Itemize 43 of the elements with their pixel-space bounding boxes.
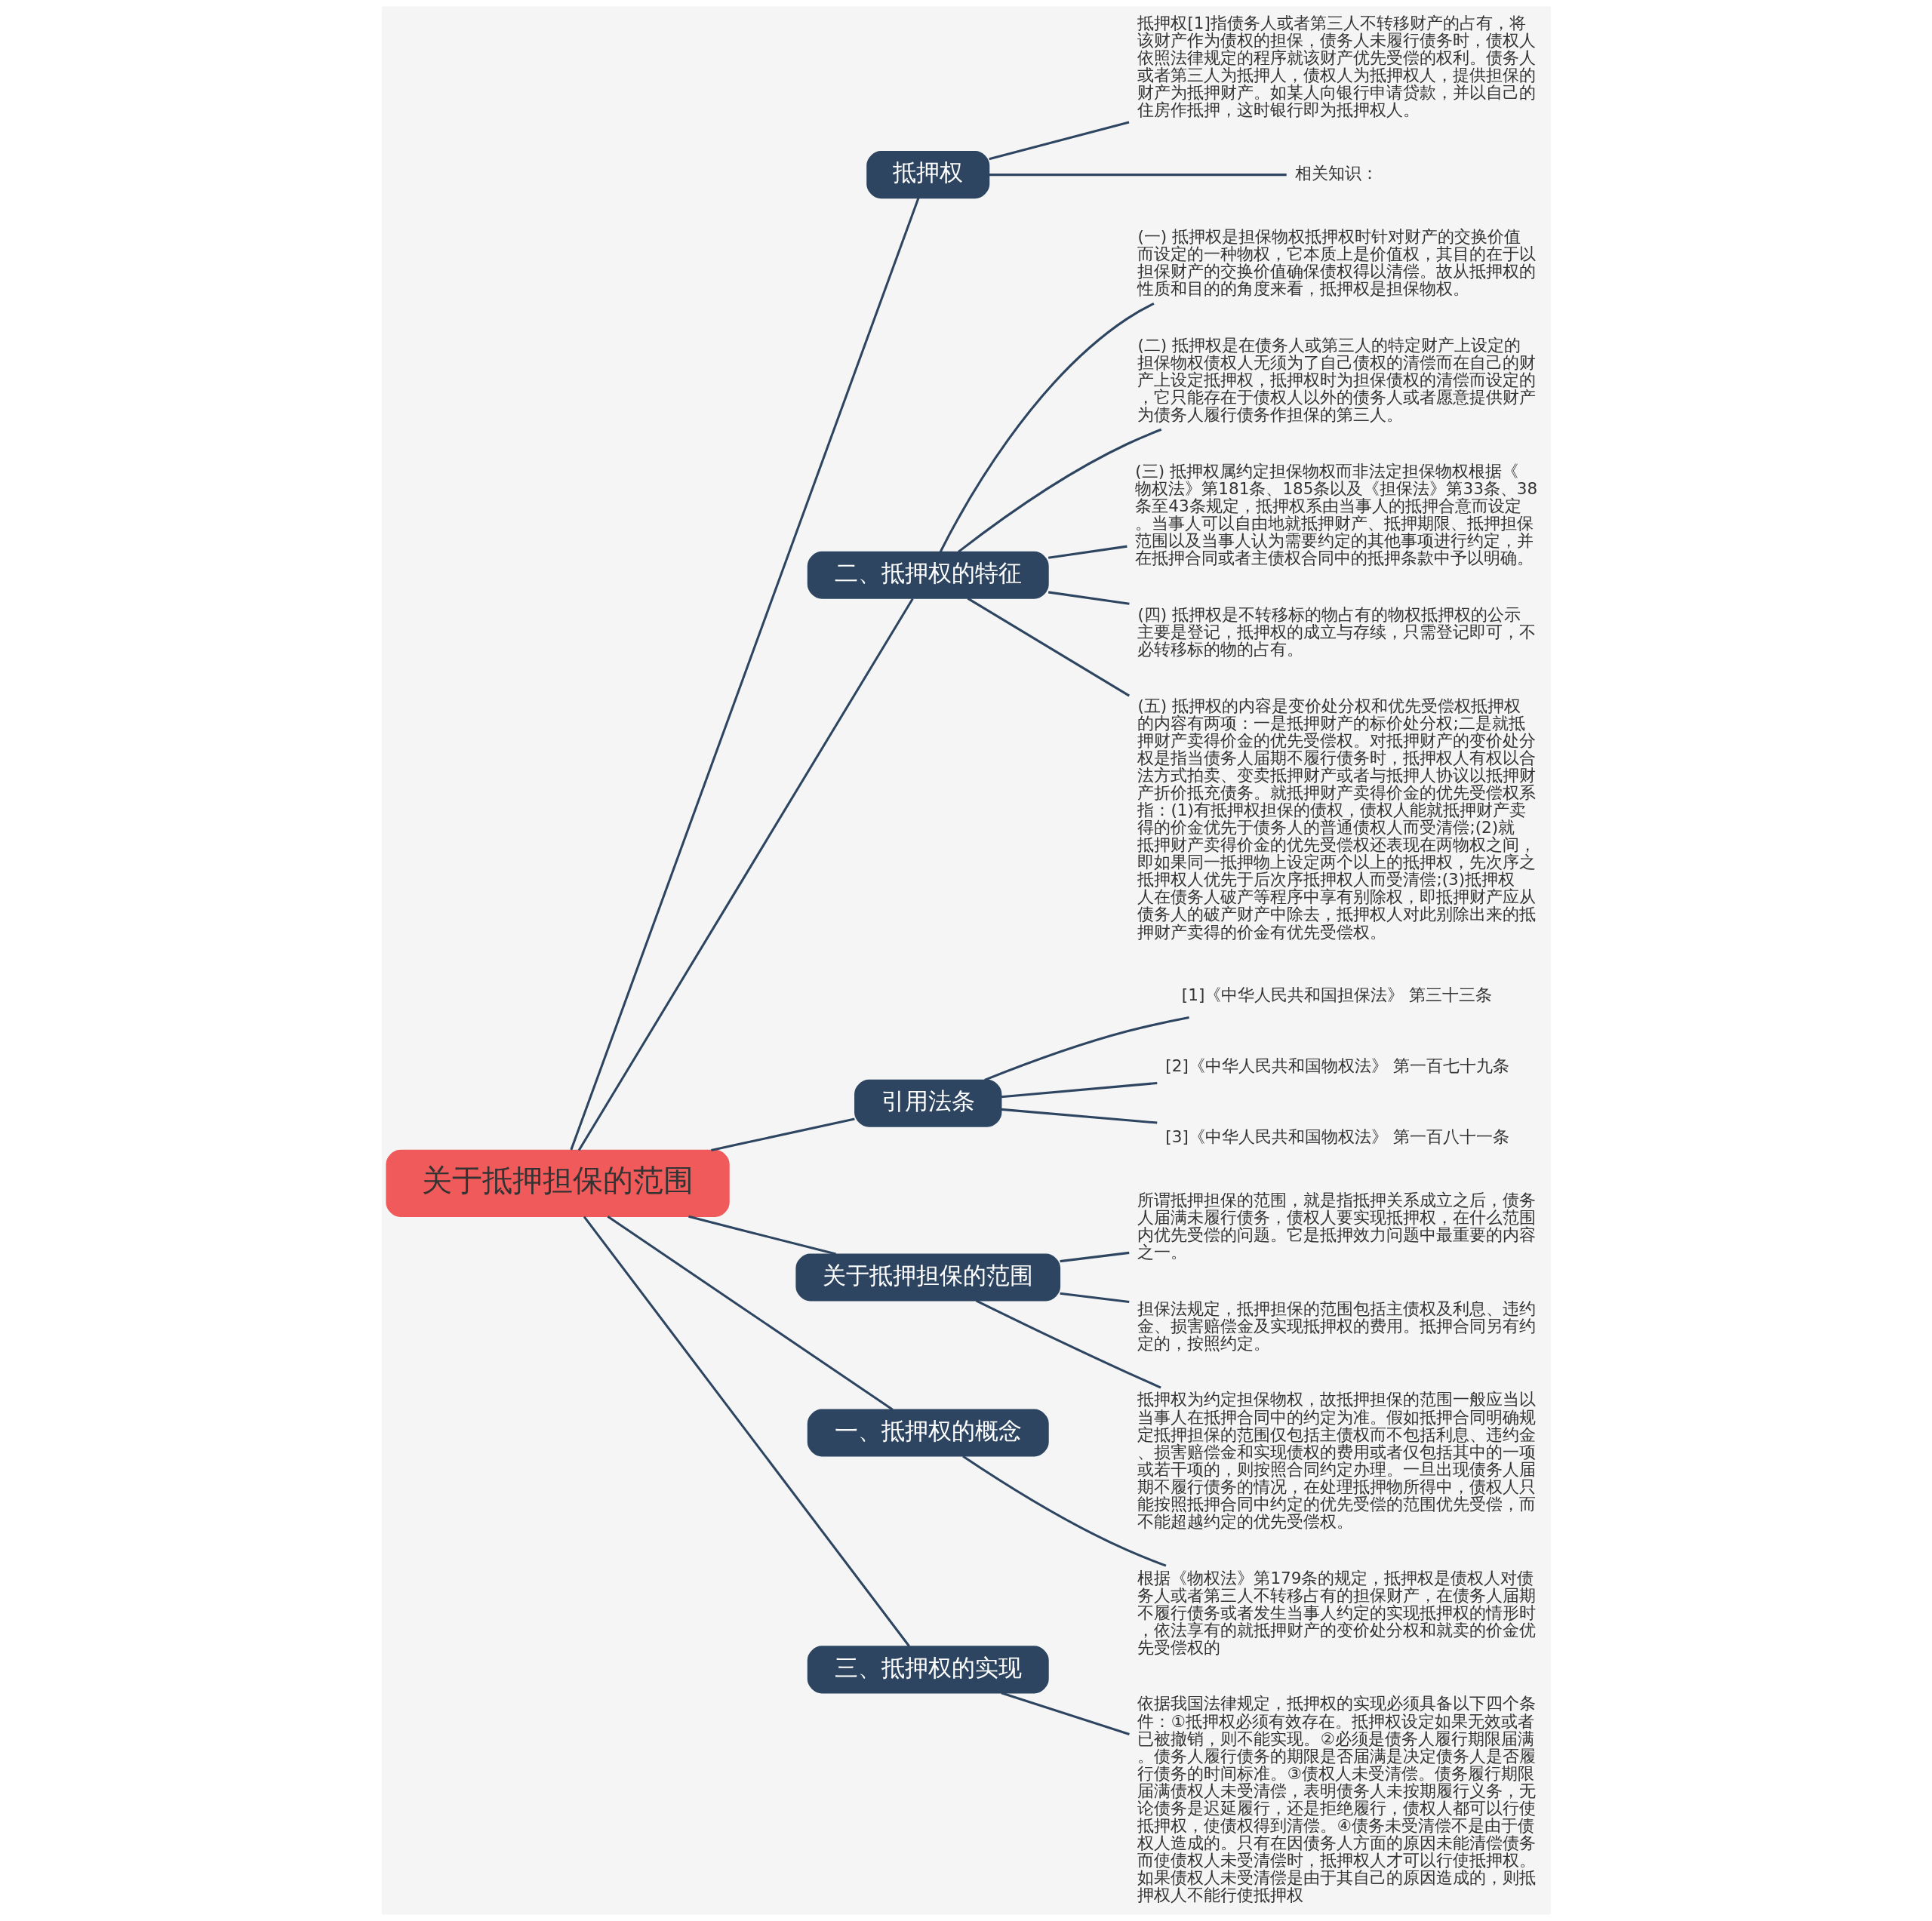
- node-box: 一、抵押权的概念: [807, 1409, 1049, 1457]
- connector: [583, 1216, 910, 1647]
- connector: [961, 1455, 1166, 1567]
- connector: [1048, 545, 1128, 559]
- connector: [710, 1117, 855, 1151]
- connector: [1001, 1081, 1157, 1099]
- node-text: 相关知识：: [1294, 164, 1378, 183]
- node-box: 三、抵押权的实现: [807, 1646, 1049, 1694]
- connector: [688, 1215, 836, 1256]
- node-text: [2]《中华人民共和国物权法》 第一百七十九条: [1164, 1056, 1509, 1076]
- connector: [967, 597, 1130, 697]
- node-text: (五) 抵押权的内容是变价处分权和优先受偿权抵押权的内容有两项：一是抵押财产的标价处分权;二是就抵押财产卖得价金的优先受偿权。对抵押财产的变价处分权是指当债务人届期不履行债务时，抵押权人有权以合法方式拍卖、变卖抵押财产或者与抵押人协议以抵押财产折价抵充债务。就抵押财产卖得价金的优先受偿权系指：(1)有抵押权担保的债权，债权人能就抵押财产卖得的价金优先于债务人的普通债权人而受清偿;(2)就抵押财产卖得价金的优先受偿权还表现在两物权之间，即如果同一抵押物上设定两个以上的抵押权，先次序之抵押权人优先于后次序抵押权人而受清偿;(3)抵押权人在债务人破产等程序中享有别除权，即抵押财产应从债务人的破产财产中除去，抵押权人对此别除出来的抵押财产卖得的价金有优先受偿权。: [1137, 696, 1536, 942]
- node-text: 依据我国法律规定，抵押权的实现必须具备以下四个条件：①抵押权必须有效存在。抵押权设定如果无效或者已被撤销，则不能实现。②必须是债务人履行期限届满。债务人履行债务的期限是否届满是决定债务人是否履行债务的时间标准。③债权人未受清偿。债务履行期限届满债权人未受清偿，表明债务人未按期履行义务，无论债务是迟延履行，还是拒绝履行，债权人都可以行使抵押权，使债权得到清偿。④债务未受清偿不是由于债权人造成的。只有在因债务人方面的原因未能清偿债务而使债权人未受清偿时，抵押权人才可以行使抵押权。如果债权人未受清偿是由于其自己的原因造成的，则抵押权人不能行使抵押权: [1137, 1694, 1536, 1905]
- connector: [1059, 1292, 1129, 1303]
- connector: [577, 598, 914, 1151]
- connector: [1059, 1251, 1129, 1263]
- node-text: [3]《中华人民共和国物权法》 第一百八十一条: [1164, 1127, 1509, 1147]
- node-text: [1]《中华人民共和国担保法》 第三十三条: [1181, 985, 1492, 1005]
- node-text: 抵押权为约定担保物权，故抵押担保的范围一般应当以当事人在抵押合同中的约定为准。假如抵押合同明确规定抵押担保的范围仅包括主债权而不包括利息、违约金、损害赔偿金和实现债权的费用或者仅包括其中的一项或若干项的，则按照合同约定办理。一旦出现债务人届期不履行债务的情况，在处理抵押物所得中，债权人只能按照抵押合同中约定的优先受偿的范围优先受偿，而不能超越约定的优先受偿权。: [1137, 1390, 1536, 1531]
- node-box: 关于抵押担保的范围: [795, 1253, 1060, 1302]
- node-text: 根据《物权法》第179条的规定，抵押权是债权人对债务人或者第三人不转移占有的担保财产，在债务人届期不履行债务或者发生当事人约定的实现抵押权的情形时，依法享有的就抵押财产的变价处分权和就卖的价金优先受偿权的: [1137, 1568, 1536, 1657]
- node-text: (三) 抵押权属约定担保物权而非法定担保物权根据《物权法》第181条、185条以及《担保法》第33条、38条至43条规定，抵押权系由当事人的抵押合意而设定。当事人可以自由地就抵押财产、抵押期限、抵押担保范围以及当事人认为需要约定的其他事项进行约定，并在抵押合同或者主债权合同中的抵押条款中予以明确。: [1134, 461, 1537, 568]
- connector: [957, 428, 1161, 553]
- connector: [989, 174, 1287, 177]
- node-box: 抵押权: [866, 151, 989, 199]
- node-text: 抵押权[1]指债务人或者第三人不转移财产的占有，将该财产作为债权的担保，债务人未履行债务时，债权人依照法律规定的程序就该财产优先受偿的权利。债务人或者第三人为抵押人，债权人为抵押权人，提供担保的财产为抵押财产。如某人向银行申请贷款，并以自己的住房作抵押，这时银行即为抵押权人。: [1137, 14, 1536, 120]
- node-box: 二、抵押权的特征: [807, 551, 1049, 599]
- connector: [569, 197, 919, 1151]
- node-box: 关于抵押担保的范围: [385, 1149, 730, 1217]
- connector: [983, 1016, 1189, 1081]
- node-text: (一) 抵押权是担保物权抵押权时针对财产的交换价值而设定的一种物权，它本质上是价值权，其目的在于以担保财产的交换价值确保债权得以清偿。故从抵押权的性质和目的的角度来看，抵押权是担保物权。: [1137, 227, 1536, 299]
- node-text: (四) 抵押权是不转移标的物占有的物权抵押权的公示主要是登记，抵押权的成立与存续，只需登记即可，不必转移标的物的占有。: [1137, 604, 1536, 659]
- connector: [1048, 591, 1130, 605]
- node-text: 担保法规定，抵押担保的范围包括主债权及利息、违约金、损害赔偿金及实现抵押权的费用。抵押合同另有约定的，按照约定。: [1137, 1299, 1536, 1353]
- connector: [988, 121, 1129, 161]
- connector: [1000, 1692, 1130, 1735]
- connector: [939, 303, 1155, 553]
- connector: [1001, 1108, 1157, 1124]
- connector: [975, 1299, 1161, 1389]
- node-text: (二) 抵押权是在债务人或第三人的特定财产上设定的担保物权债权人无须为了自己债权的清偿而在自己的财产上设定抵押权，抵押权时为担保债权的清偿而设定的，它只能存在于债权人以外的债务人或者愿意提供财产为债务人履行债务作担保的第三人。: [1137, 335, 1536, 425]
- node-box: 引用法条: [854, 1079, 1001, 1127]
- connector: [606, 1216, 894, 1411]
- node-text: 所谓抵押担保的范围，就是指抵押关系成立之后，债务人届满未履行债务，债权人要实现抵押权，在什么范围内优先受偿的问题。它是抵押效力问题中最重要的内容之一。: [1137, 1190, 1536, 1262]
